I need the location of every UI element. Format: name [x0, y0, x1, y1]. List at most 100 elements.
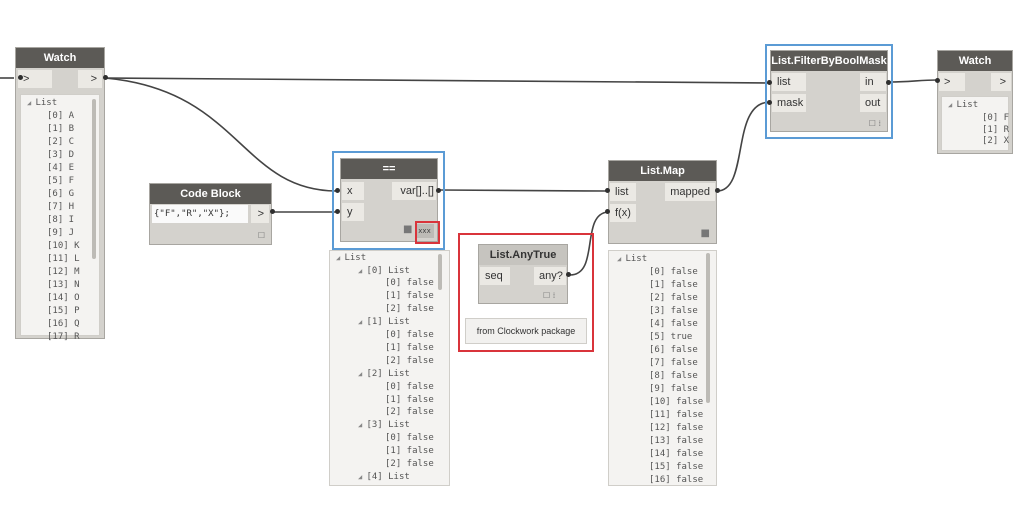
- anytrue-preview-toggle[interactable]: ☐ ⁞: [543, 291, 556, 300]
- clockwork-note: from Clockwork package: [465, 318, 587, 344]
- list-item: [4] E: [47, 163, 75, 173]
- list-item: [0] false: [649, 267, 698, 277]
- filter-input-list[interactable]: list: [772, 73, 806, 91]
- equals-highlight: [332, 151, 445, 250]
- list-item: [0] F: [982, 113, 1010, 123]
- list-map-input-fx[interactable]: f(x): [610, 204, 636, 222]
- list-item: [6] G: [47, 189, 75, 199]
- list-item: [1] false: [649, 280, 698, 290]
- list-map-in-list-dot: [605, 188, 610, 193]
- list-item: [0] false: [385, 433, 434, 444]
- code-block-preview-toggle[interactable]: ☐: [257, 231, 265, 240]
- filter-out-dot: [886, 80, 891, 85]
- list-item: [7] false: [649, 358, 698, 368]
- watch-left-root: List: [35, 98, 58, 108]
- filter-output-in[interactable]: in: [860, 73, 886, 91]
- list-item: [0] false: [385, 330, 434, 340]
- list-map-out-dot: [715, 188, 720, 193]
- watch-right-input-port[interactable]: >: [939, 73, 965, 91]
- watch-left-input-port[interactable]: >: [18, 70, 52, 88]
- list-item: [3] false: [649, 306, 698, 316]
- code-block-code[interactable]: {"F","R","X"};: [152, 205, 248, 223]
- watch-left-scrollbar[interactable]: [92, 99, 96, 259]
- wire-filter-to-watch: [889, 79, 938, 83]
- list-item: [1] false: [385, 446, 434, 457]
- anytrue-output-port[interactable]: any?: [534, 267, 566, 285]
- code-block-title: Code Block: [150, 184, 271, 204]
- list-map-preview-toggle[interactable]: ■: [700, 228, 710, 239]
- wire-watch-to-equals-x: [104, 77, 337, 192]
- watch-node-left[interactable]: Watch > > ◢ List [0] A[1] B[2] C[3] D[4]…: [15, 47, 105, 342]
- watch-right-root: List: [956, 100, 979, 110]
- filter-in-mask-dot: [767, 100, 772, 105]
- equals-in-x-dot: [335, 188, 340, 193]
- list-item: ◢ [2] List: [358, 368, 410, 379]
- equals-node[interactable]: == x y var[]..[] ■ xxx: [340, 158, 438, 242]
- list-map-preview-scrollbar[interactable]: [706, 253, 710, 403]
- anytrue-input-seq[interactable]: seq: [480, 267, 510, 285]
- filter-input-mask[interactable]: mask: [772, 94, 806, 112]
- anytrue-out-dot: [566, 272, 571, 277]
- lacing-highlight: [415, 221, 440, 244]
- list-item: [7] H: [47, 202, 75, 212]
- list-item: [2] C: [47, 137, 75, 147]
- filter-highlight: [765, 44, 893, 139]
- list-item: [2] false: [385, 407, 434, 418]
- list-item: [5] true: [649, 332, 693, 342]
- watch-left-output-port[interactable]: >: [78, 70, 102, 88]
- equals-input-x[interactable]: x: [342, 182, 364, 200]
- watch-left-preview[interactable]: ◢ List [0] A[1] B[2] C[3] D[4] E[5] F[6]…: [20, 94, 100, 342]
- list-item: ◢ [3] List: [358, 420, 410, 431]
- anytrue-node[interactable]: List.AnyTrue seq any? ☐ ⁞: [478, 244, 568, 304]
- watch-right-output-port[interactable]: >: [991, 73, 1011, 91]
- watch-node-right[interactable]: Watch > > ◢ List [0] F[1] R[2] X: [937, 50, 1013, 154]
- equals-out-dot: [436, 188, 441, 193]
- expand-icon[interactable]: ◢: [358, 318, 367, 327]
- list-item: [11] L: [47, 254, 80, 264]
- anytrue-title: List.AnyTrue: [479, 245, 567, 265]
- list-item: [16] false: [649, 475, 704, 485]
- list-item: [13] N: [47, 280, 80, 290]
- filter-preview-toggle[interactable]: ☐ ⁞: [868, 119, 881, 128]
- list-item: [10] false: [649, 397, 704, 407]
- list-item: [13] false: [649, 436, 704, 446]
- watch-right-preview[interactable]: ◢ List [0] F[1] R[2] X: [941, 96, 1009, 151]
- filter-output-out[interactable]: out: [860, 94, 886, 112]
- list-item: [0] false: [385, 278, 434, 289]
- list-item: ◢ [1] List: [358, 317, 410, 328]
- watch-left-out-dot: [103, 75, 108, 80]
- code-block-out-dot: [270, 209, 275, 214]
- equals-preview-toggle[interactable]: ■: [403, 224, 413, 235]
- expand-icon[interactable]: ◢: [358, 266, 367, 275]
- expand-icon[interactable]: ◢: [358, 472, 367, 481]
- list-item: [17] R: [47, 332, 80, 342]
- equals-input-y[interactable]: y: [342, 203, 364, 221]
- list-item: [4] false: [649, 319, 698, 329]
- expand-icon[interactable]: ◢: [358, 421, 367, 430]
- code-block-output-port[interactable]: >: [251, 205, 269, 223]
- anytrue-highlight: [458, 233, 594, 352]
- filter-node[interactable]: List.FilterByBoolMask list mask in out ☐…: [770, 50, 888, 132]
- list-map-in-fx-dot: [605, 209, 610, 214]
- list-item: [14] O: [47, 293, 80, 303]
- equals-preview[interactable]: ◢ List ◢ [0] List[0] false[1] false[2] f…: [329, 250, 450, 486]
- equals-lacing-button[interactable]: xxx: [415, 224, 434, 238]
- equals-preview-scrollbar[interactable]: [438, 254, 442, 290]
- list-item: [1] false: [385, 342, 434, 353]
- list-item: [10] K: [47, 241, 80, 251]
- list-item: [1] false: [385, 291, 434, 302]
- code-block-node[interactable]: Code Block {"F","R","X"}; > ☐: [149, 183, 272, 245]
- filter-in-list-dot: [767, 80, 772, 85]
- equals-output-port[interactable]: var[]..[]: [392, 182, 436, 200]
- expand-icon[interactable]: ◢: [358, 369, 367, 378]
- list-item: [15] P: [47, 306, 80, 316]
- watch-left-title: Watch: [16, 48, 104, 68]
- list-map-node[interactable]: List.Map list f(x) mapped ■: [608, 160, 717, 244]
- list-map-output-port[interactable]: mapped: [665, 183, 715, 201]
- list-map-preview[interactable]: ◢ List [0] false[1] false[2] false[3] fa…: [608, 250, 717, 486]
- list-item: [2] false: [385, 304, 434, 315]
- list-item: [8] false: [649, 371, 698, 381]
- list-item: [0] A: [47, 111, 75, 121]
- list-map-input-list[interactable]: list: [610, 183, 636, 201]
- list-map-preview-root: List: [625, 254, 648, 264]
